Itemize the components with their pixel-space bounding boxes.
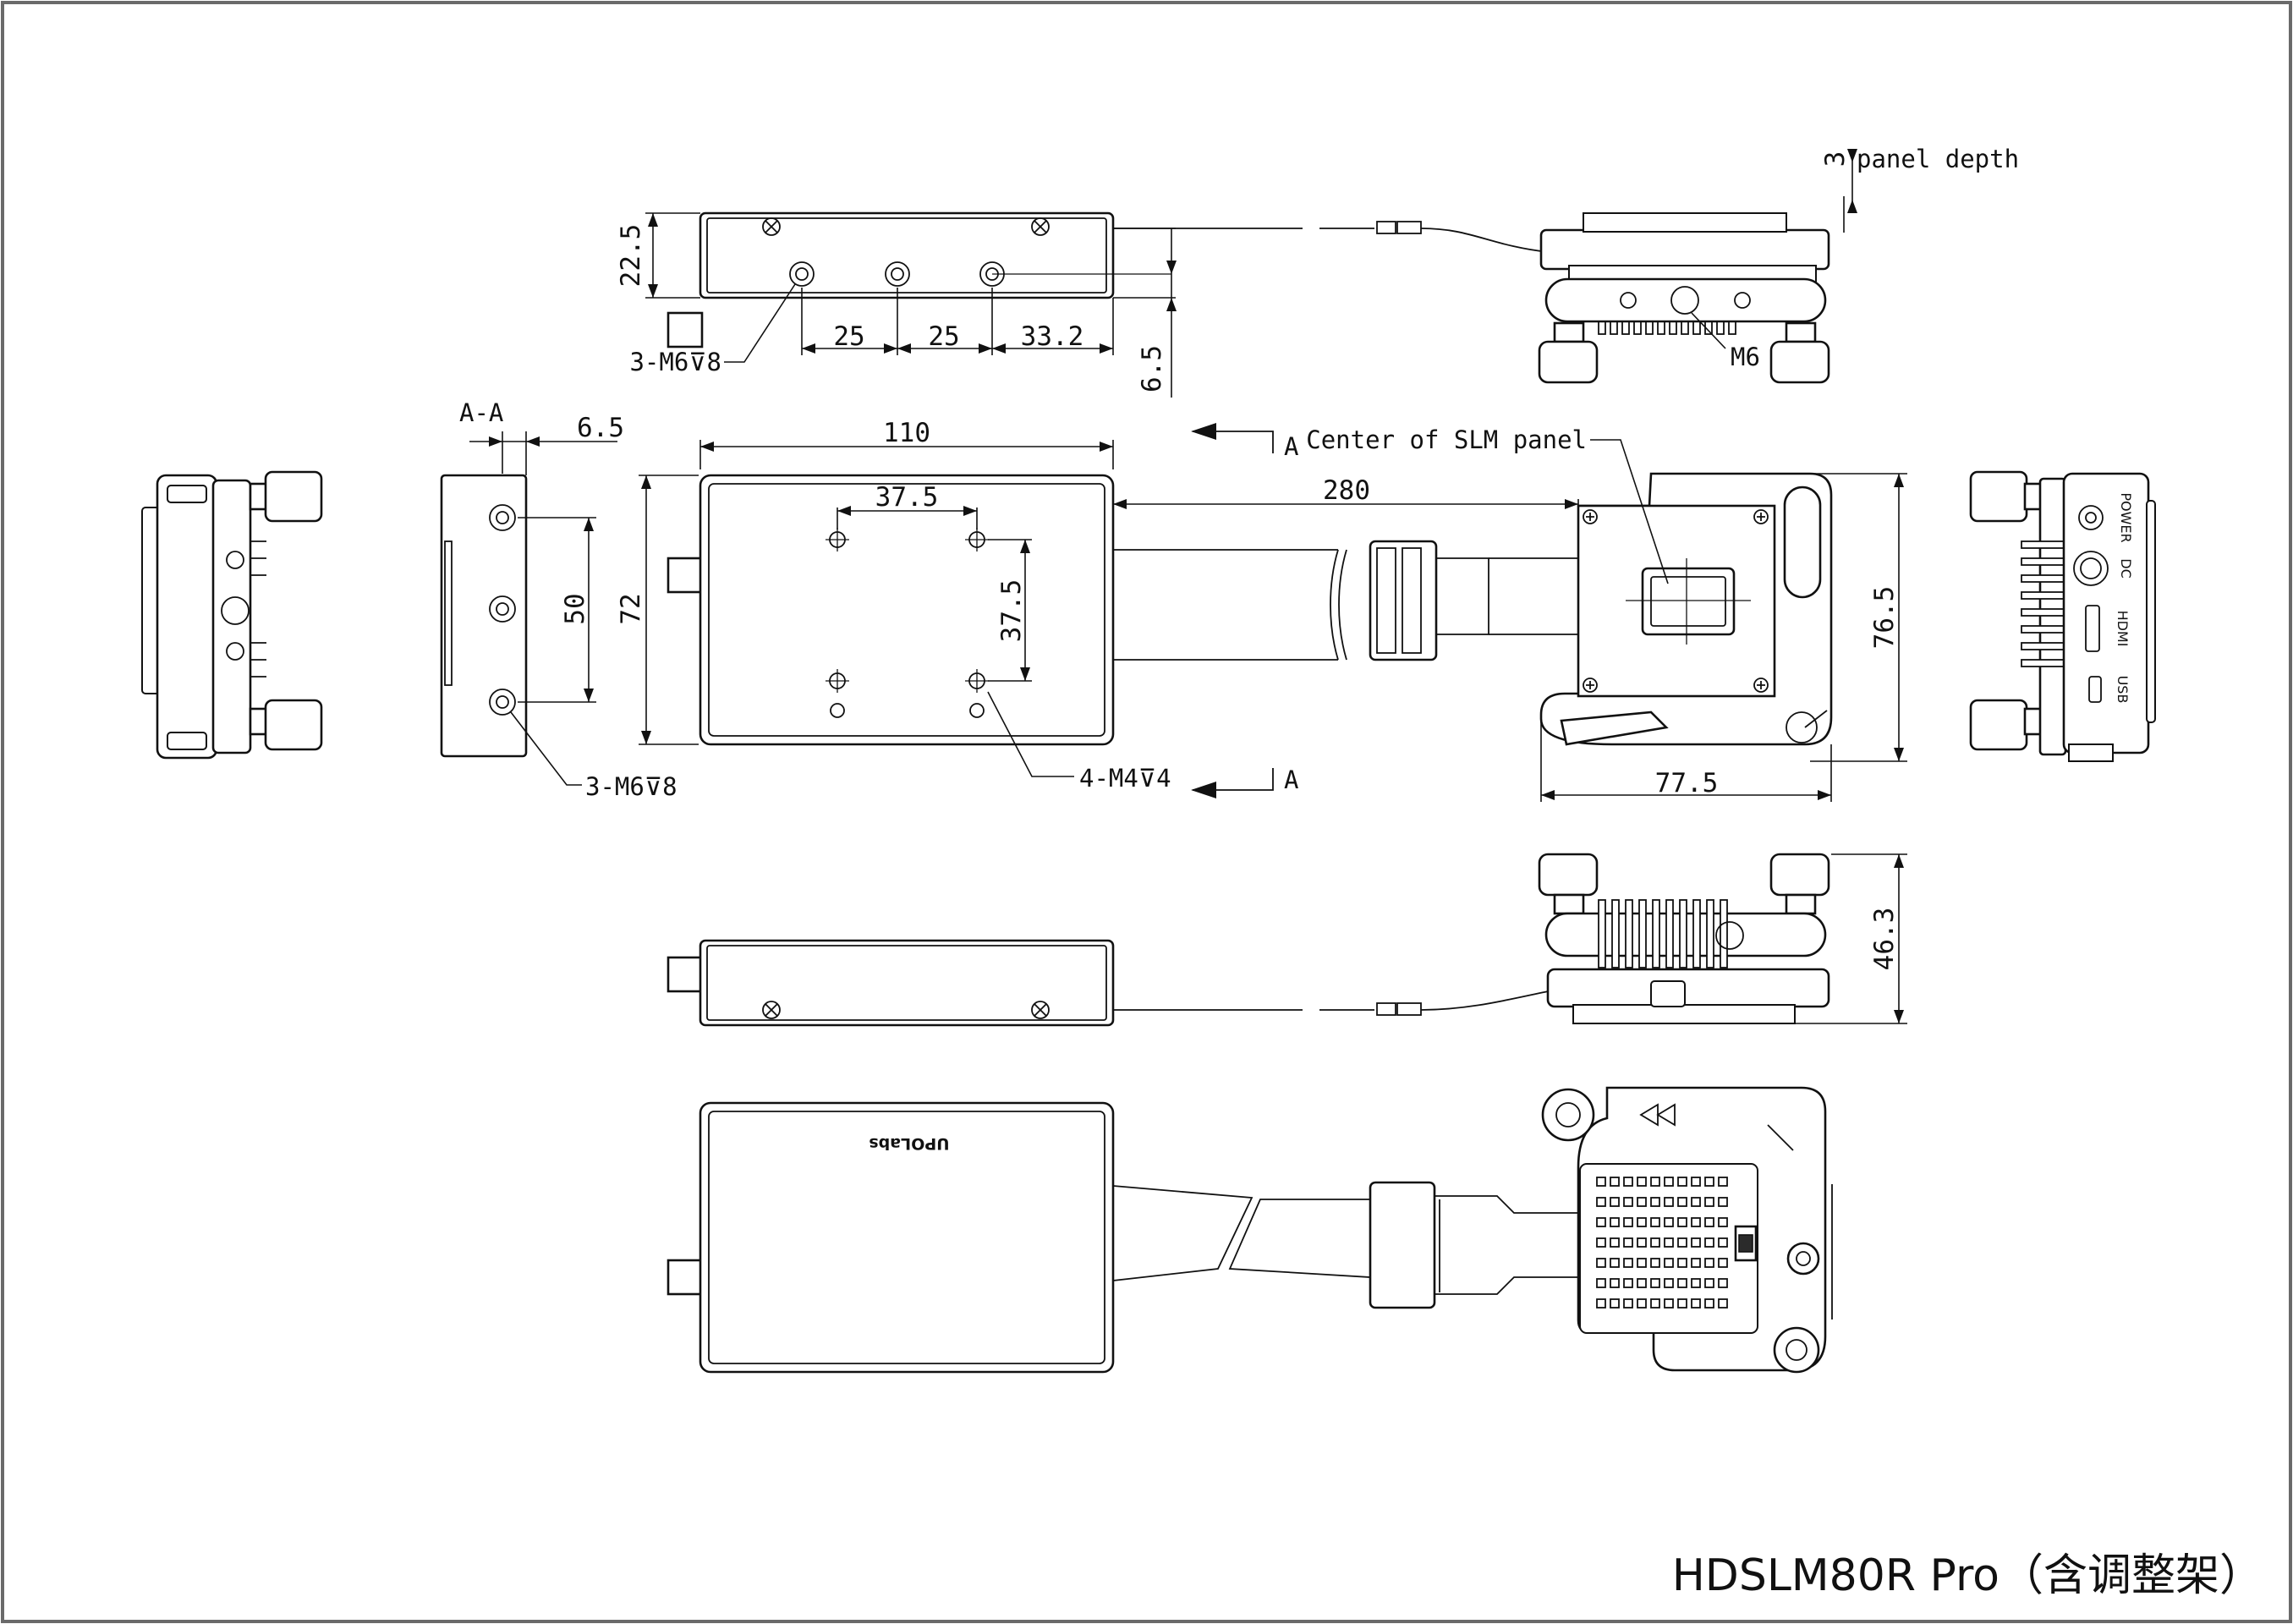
main-plan-view: 110 72 37.5 37.5 4-M4⊽4 xyxy=(616,418,1833,793)
label-panel-depth: panel depth xyxy=(1857,145,2019,173)
dim-22-5: 22.5 xyxy=(616,224,646,288)
label-3-m6-top: 3-M6⊽8 xyxy=(629,348,721,376)
dim-6-5-top: 6.5 xyxy=(1137,345,1167,392)
heatsink-fins-bottom xyxy=(1598,899,1728,968)
section-label: A-A xyxy=(459,398,503,427)
vent-grid xyxy=(1596,1177,1728,1309)
marking-usb: USB xyxy=(2115,676,2131,704)
marking-power: POWER xyxy=(2118,492,2134,542)
dim-25-b: 25 xyxy=(928,321,959,352)
left-side-view xyxy=(141,470,323,760)
label-4-m4: 4-M4⊽4 xyxy=(1079,764,1171,793)
marking-hdmi: HDMI xyxy=(2115,611,2131,647)
main-view-dimensions: 280 76.5 77.5 Center of SLM panel A A xyxy=(1112,423,1907,802)
dim-33-2: 33.2 xyxy=(1021,321,1084,352)
dim-25-a: 25 xyxy=(833,321,864,352)
section-a-a-view: A-A 6.5 50 3-M6⊽8 xyxy=(440,398,677,801)
brand-marking: UPOLabs xyxy=(869,1134,949,1153)
dim-50: 50 xyxy=(560,593,590,624)
section-marker-top: A xyxy=(1284,432,1298,461)
bottom-elevation-view: 46.3 xyxy=(667,853,1907,1027)
dim-72: 72 xyxy=(616,593,646,624)
dim-37-5-h: 37.5 xyxy=(875,482,939,513)
dim-46-3: 46.3 xyxy=(1869,908,1900,971)
marking-dc: DC xyxy=(2118,558,2134,579)
section-marker-bottom: A xyxy=(1284,765,1298,794)
dim-6-5-section: 6.5 xyxy=(577,413,624,443)
dim-77-5: 77.5 xyxy=(1655,768,1719,798)
back-view: UPOLabs xyxy=(667,1086,1833,1374)
label-center-slm: Center of SLM panel xyxy=(1306,425,1587,454)
dim-280: 280 xyxy=(1323,475,1370,506)
label-3-m6-section: 3-M6⊽8 xyxy=(585,772,677,801)
top-view-dimensions: 22.5 25 25 33.2 6.5 3-M6⊽8 3 panel depth… xyxy=(616,145,2019,398)
top-elevation-view xyxy=(667,149,1857,384)
dim-110: 110 xyxy=(883,418,930,448)
panel-depth-value: 3 xyxy=(1820,151,1851,167)
dim-76-5: 76.5 xyxy=(1869,586,1900,650)
label-m6: M6 xyxy=(1731,343,1760,371)
right-side-view: POWER DC HDMI USB xyxy=(1969,470,2156,762)
drawing-title: HDSLM80R Pro（含调整架） xyxy=(1672,1550,2263,1601)
dim-37-5-v: 37.5 xyxy=(996,579,1027,643)
